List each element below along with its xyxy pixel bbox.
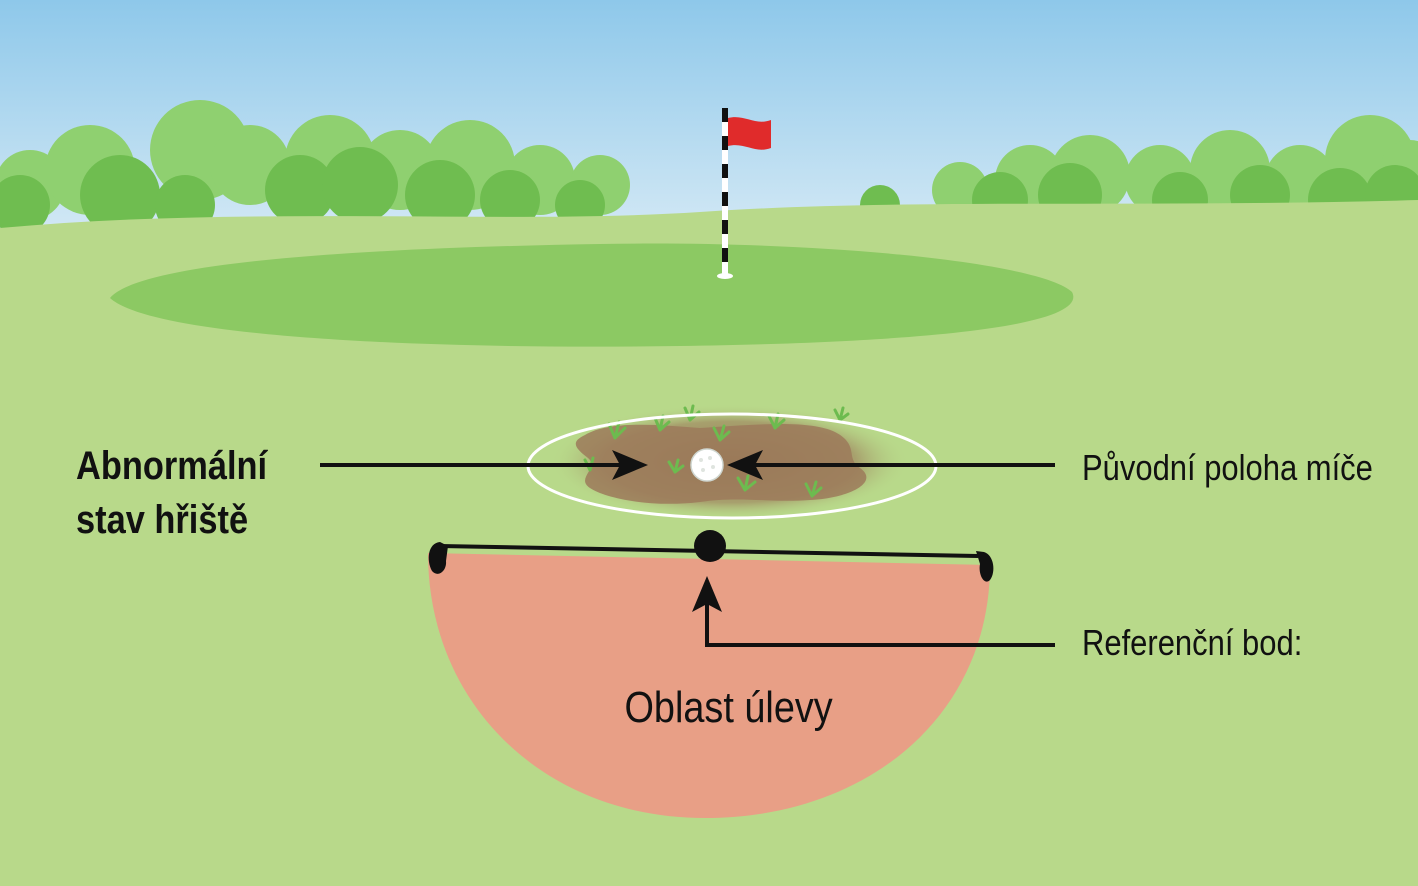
original-position-label: Původní poloha míče [1082,447,1373,488]
grass-tufts [583,404,850,498]
relief-area-label: Oblast úlevy [624,683,833,732]
relief-area [428,553,990,818]
putting-green [110,243,1074,347]
arrow-left-icon [727,450,1055,480]
arrow-up-icon [692,576,1055,647]
golf-ball-icon [690,448,724,482]
arrow-right-icon [320,450,648,480]
reference-point-label: Referenční bod: [1082,622,1303,663]
abnormal-condition-label-line1: Abnormální [76,444,268,488]
abnormal-condition-label-line2: stav hřiště [76,498,249,542]
reference-point [694,530,726,562]
flag-icon [717,108,771,279]
